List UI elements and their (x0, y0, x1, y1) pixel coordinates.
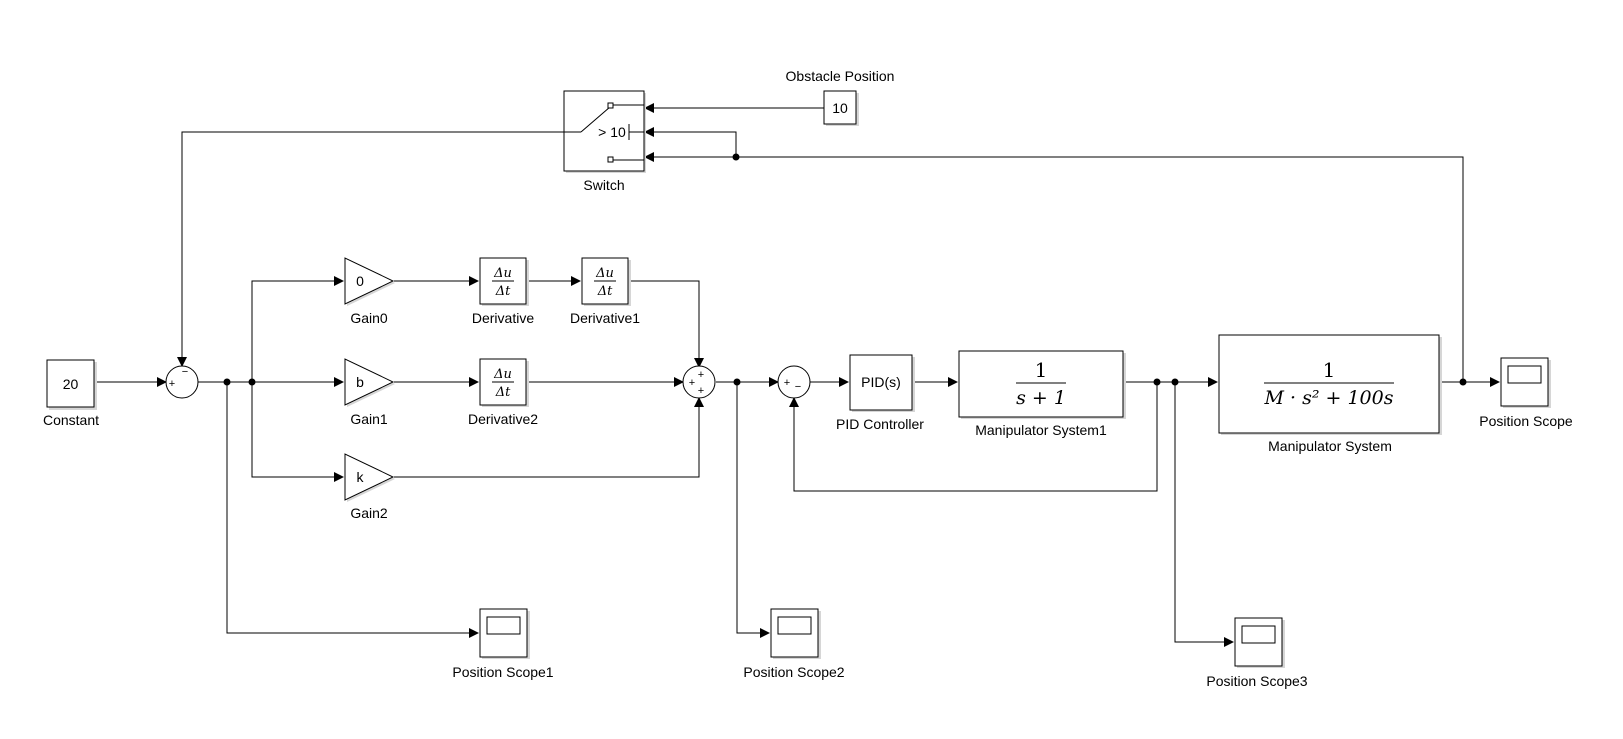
wire-to-gain2[interactable] (251, 382, 344, 482)
switch-toggle-icon (564, 102, 644, 163)
wire-pos-switch-ctrl[interactable] (644, 127, 737, 157)
derivative2-block[interactable]: Δu Δt Derivative2 (468, 358, 538, 427)
position-scope3-block[interactable]: Position Scope3 (1206, 617, 1308, 689)
branch-point (248, 378, 256, 386)
derivative2-label: Derivative2 (468, 411, 538, 427)
constant-block[interactable]: 20 Constant (43, 359, 99, 428)
manip1-den: s + 1 (1016, 387, 1066, 409)
manip1-label: Manipulator System1 (975, 422, 1107, 438)
wire-to-scope3[interactable] (1174, 382, 1234, 647)
branch-point (1153, 378, 1161, 386)
derivative-num: Δu (493, 266, 512, 281)
gain2-value: k (357, 469, 365, 485)
gain0-value: 0 (356, 273, 364, 289)
wire-gain2-sum2[interactable] (394, 397, 704, 478)
branch-point (732, 153, 740, 161)
manipulator-system-block[interactable]: 1 M · s² + 100s Manipulator System (1218, 334, 1442, 454)
wire-feedback-sum3[interactable] (789, 382, 1158, 492)
obstacle-label: Obstacle Position (786, 68, 895, 84)
sum3-block[interactable]: + − (777, 365, 811, 399)
gain1-block[interactable]: b Gain1 (344, 358, 395, 427)
sum2-sign-bottom: + (698, 385, 704, 397)
derivative-block[interactable]: Δu Δt Derivative (472, 257, 534, 326)
pid-label: PID Controller (836, 416, 924, 432)
signal-lines (94, 103, 1500, 647)
gain1-value: b (356, 374, 364, 390)
derivative1-den: Δt (597, 284, 613, 299)
gain1-label: Gain1 (350, 411, 388, 427)
obstacle-value: 10 (832, 100, 848, 116)
position-scope1-block[interactable]: Position Scope1 (452, 608, 554, 680)
manipulator-system1-block[interactable]: 1 s + 1 Manipulator System1 (958, 350, 1126, 438)
derivative2-num: Δu (493, 367, 512, 382)
position-scope-block[interactable]: Position Scope (1479, 357, 1573, 429)
pid-controller-block[interactable]: PID(s) PID Controller (836, 354, 924, 432)
constant-value: 20 (63, 376, 79, 392)
branch-point (1171, 378, 1179, 386)
manip-num: 1 (1323, 358, 1336, 382)
obstacle-position-block[interactable]: 10 Obstacle Position (786, 68, 895, 126)
wire-to-scope1[interactable] (226, 382, 479, 638)
position-scope2-block[interactable]: Position Scope2 (743, 608, 845, 680)
sum2-sign-left: + (689, 377, 695, 389)
sum1-sign-left: + (169, 378, 175, 390)
branch-point (733, 378, 741, 386)
branch-point (223, 378, 231, 386)
gain0-block[interactable]: 0 Gain0 (344, 257, 395, 326)
pid-value: PID(s) (861, 374, 901, 390)
sum1-sign-top: − (182, 366, 188, 378)
position-scope1-label: Position Scope1 (452, 664, 553, 680)
sum3-sign-left: + (784, 377, 790, 389)
wire-switch-sum1[interactable] (177, 131, 580, 367)
gain0-label: Gain0 (350, 310, 388, 326)
constant-label: Constant (43, 412, 99, 428)
gain2-label: Gain2 (350, 505, 388, 521)
sum2-block[interactable]: + + + (682, 365, 716, 399)
sum1-block[interactable]: + − (165, 365, 199, 399)
switch-threshold: > 10 (598, 124, 626, 140)
gain2-block[interactable]: k Gain2 (344, 453, 395, 521)
derivative1-num: Δu (595, 266, 614, 281)
switch-block[interactable]: > 10 Switch (563, 90, 646, 193)
manip-label: Manipulator System (1268, 438, 1392, 454)
manip1-num: 1 (1035, 358, 1048, 382)
position-scope-label: Position Scope (1479, 413, 1573, 429)
derivative1-block[interactable]: Δu Δt Derivative1 (570, 257, 640, 326)
derivative-den: Δt (495, 284, 511, 299)
derivative-label: Derivative (472, 310, 534, 326)
position-scope2-label: Position Scope2 (743, 664, 844, 680)
scope-display-icon (1241, 625, 1276, 644)
scope-display-icon (486, 616, 521, 635)
wire-to-scope2[interactable] (736, 382, 770, 638)
position-scope3-label: Position Scope3 (1206, 673, 1307, 689)
scope-display-icon (777, 616, 812, 635)
derivative2-den: Δt (495, 385, 511, 400)
sum3-sign-bottom: − (795, 381, 801, 393)
branch-points (223, 153, 1467, 386)
wire-deriv1-sum2[interactable] (628, 280, 704, 368)
manip-den: M · s² + 100s (1264, 387, 1394, 409)
scope-display-icon (1507, 365, 1542, 384)
switch-label: Switch (583, 177, 624, 193)
branch-point (1459, 378, 1467, 386)
wire-to-gain0[interactable] (251, 276, 344, 382)
sum2-sign-top: + (698, 369, 704, 381)
derivative1-label: Derivative1 (570, 310, 640, 326)
wire-pos-switch[interactable] (644, 152, 1464, 382)
